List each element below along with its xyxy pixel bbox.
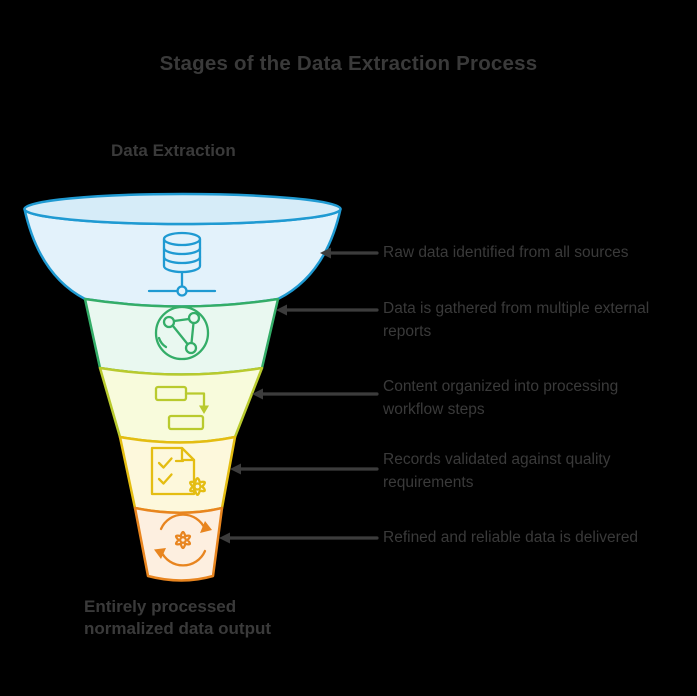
connector-arrow-3	[252, 388, 379, 400]
funnel-mouth	[23, 192, 342, 226]
stage-3-description-line-1: Content organized into processing	[383, 378, 619, 395]
funnel-body	[23, 192, 342, 582]
stage-1-description-line-1: Raw data identified from all sources	[383, 244, 629, 261]
connector-arrow-4	[230, 463, 379, 475]
funnel-bottom-label: Entirely processed normalized data outpu…	[84, 596, 271, 640]
stage-4-description-line-1: Records validated against quality	[383, 451, 611, 468]
stage-4-description: Records validated against quality requir…	[383, 448, 675, 494]
stage-4-description-line-2: requirements	[383, 474, 474, 491]
stage-2-description-line-1: Data is gathered from multiple external	[383, 300, 650, 317]
refresh-gear-icon	[154, 513, 212, 567]
stage-3-description-line-2: workflow steps	[383, 401, 485, 418]
funnel-bottom-label-line-1: Entirely processed	[84, 597, 237, 616]
connector-arrows	[219, 247, 379, 544]
diagram-title: Stages of the Data Extraction Process	[159, 52, 538, 75]
stage-3-description: Content organized into processing workfl…	[383, 375, 675, 421]
globe-network-icon	[154, 305, 210, 361]
stage-1-description: Raw data identified from all sources	[383, 241, 675, 264]
flowchart-icon	[154, 385, 209, 431]
database-icon	[147, 231, 217, 297]
funnel-top-label: Data Extraction	[111, 141, 236, 160]
stage-2-description: Data is gathered from multiple external …	[383, 297, 675, 343]
stage-5-description: Refined and reliable data is delivered	[383, 526, 675, 549]
checklist-gear-icon	[150, 446, 207, 497]
connector-arrow-1	[320, 247, 379, 259]
connector-arrow-2	[276, 304, 379, 316]
funnel-bottom-label-line-2: normalized data output	[84, 619, 271, 638]
stage-5-description-line-1: Refined and reliable data is delivered	[383, 529, 639, 546]
stage-2-description-line-2: reports	[383, 323, 432, 340]
funnel-stage-3	[98, 366, 264, 444]
connector-arrow-5	[219, 532, 379, 544]
